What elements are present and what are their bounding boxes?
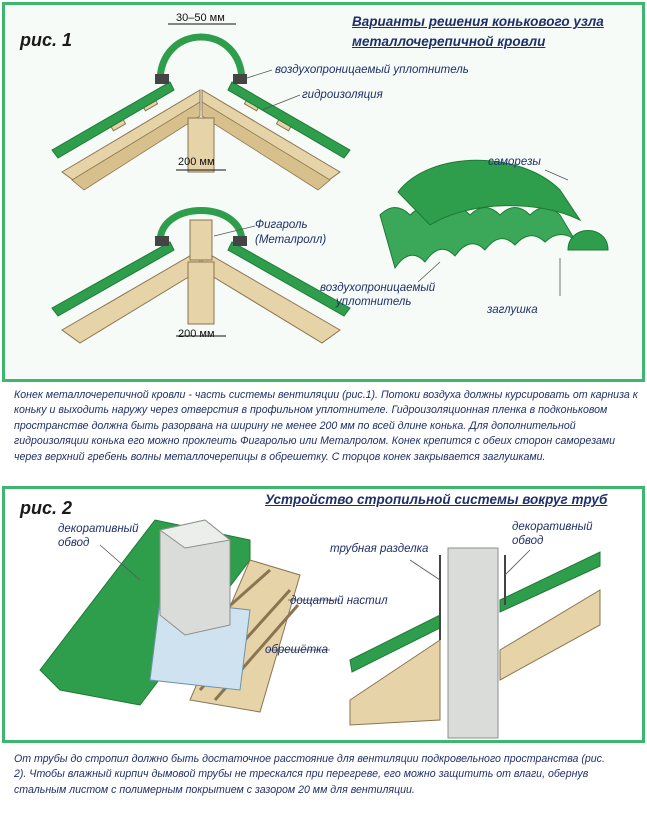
chimney-section bbox=[447, 547, 499, 739]
metal-tile-profile bbox=[379, 207, 576, 270]
figure2-heading: Устройство стропильной системы вокруг тр… bbox=[265, 492, 608, 507]
figure1-heading-line2: металлочерепичной кровли bbox=[352, 34, 546, 49]
ridge-cap-3d bbox=[397, 159, 582, 226]
ridge-cap bbox=[156, 33, 246, 83]
dim-width-top: 200 мм bbox=[178, 156, 215, 168]
callout-seal2-1: воздухопроницаемый bbox=[320, 282, 436, 294]
callout-seal: воздухопроницаемый уплотнитель bbox=[275, 64, 469, 76]
figure2-panel bbox=[2, 486, 645, 743]
chimney-3d bbox=[39, 519, 301, 713]
pipe-cut-detail bbox=[268, 547, 601, 739]
dim-width-bottom: 200 мм bbox=[178, 328, 215, 340]
left-metal-sheet bbox=[51, 81, 175, 159]
callout-board: дощатый настил bbox=[290, 595, 388, 607]
ridge-detail-bottom bbox=[51, 207, 351, 344]
end-plug bbox=[567, 230, 609, 251]
callout-seal2-2: уплотнитель bbox=[336, 296, 412, 308]
callout-figaroll-2: (Металролл) bbox=[255, 234, 327, 246]
callout-waterproofing: гидроизоляция bbox=[302, 89, 383, 101]
figure1-label: рис. 1 bbox=[20, 30, 73, 50]
ridge-post bbox=[187, 117, 215, 173]
ridge-3d bbox=[379, 159, 609, 296]
right-metal-sheet bbox=[227, 81, 351, 159]
callout-decor-left-2: обвод bbox=[58, 537, 90, 549]
figure2-label: рис. 2 bbox=[20, 498, 73, 518]
dim-gap: 30–50 мм bbox=[176, 12, 225, 24]
callout-pipe-cut: трубная разделка bbox=[330, 543, 429, 555]
callout-plug: заглушка bbox=[487, 304, 538, 316]
callout-screws: саморезы bbox=[488, 156, 541, 168]
ridge-detail-top bbox=[51, 23, 351, 191]
figaroll-block bbox=[189, 219, 213, 261]
callout-decor-right-1: декоративный bbox=[512, 521, 593, 533]
callout-decor-right-2: обвод bbox=[512, 535, 544, 547]
seal-left bbox=[155, 74, 169, 84]
callout-decor-left-1: декоративный bbox=[58, 523, 139, 535]
callout-figaroll-1: Фигароль bbox=[255, 219, 308, 231]
callout-lathing: обрешётка bbox=[265, 644, 329, 656]
figure1-heading-line1: Варианты решения конькового узла bbox=[352, 14, 604, 29]
caption-figure1: Конек металлочерепичной кровли - часть с… bbox=[14, 389, 638, 463]
seal-right bbox=[233, 74, 247, 84]
caption-figure2: От трубы до стропил должно быть достаточ… bbox=[14, 753, 605, 796]
